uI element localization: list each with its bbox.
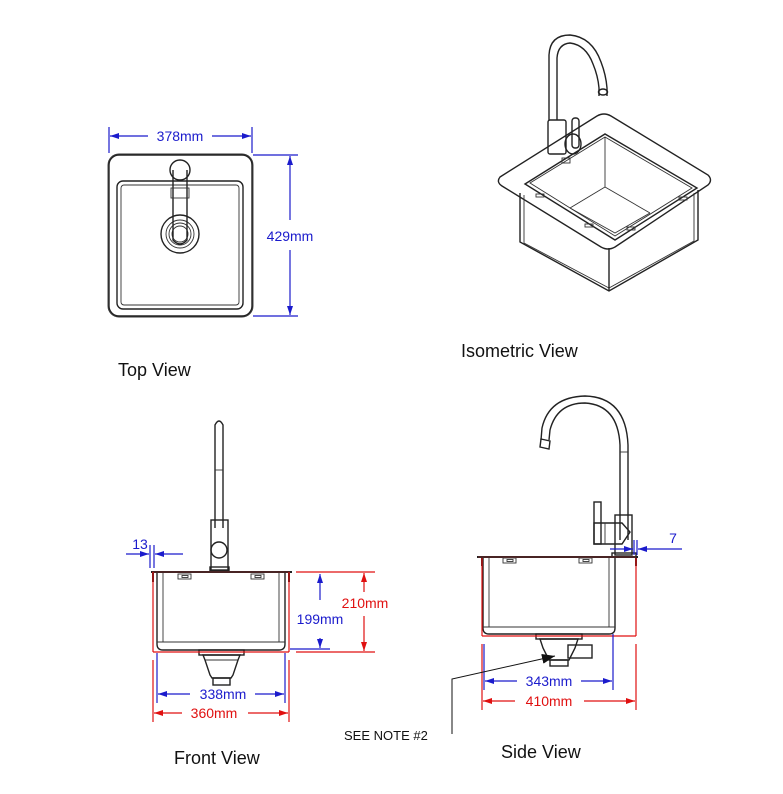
front-inner-depth-label: 199mm xyxy=(297,611,344,627)
front-view-title: Front View xyxy=(174,748,261,768)
note-leader: SEE NOTE #2 xyxy=(344,653,556,743)
front-view: 13 199mm 210mm 338mm xyxy=(126,420,389,768)
isometric-sink xyxy=(497,113,712,292)
side-inner-width-dimension: 343mm xyxy=(483,634,614,690)
side-view-faucet xyxy=(539,395,637,558)
top-view-sink-outline xyxy=(107,153,254,318)
side-overhang-dimension: 7 xyxy=(610,530,682,555)
side-view-title: Side View xyxy=(501,742,582,762)
side-red-outline xyxy=(481,558,637,637)
side-outer-width-dimension: 410mm xyxy=(481,644,637,710)
top-depth-label: 429mm xyxy=(267,228,314,244)
top-view-title: Top View xyxy=(118,360,192,380)
front-inner-width-label: 338mm xyxy=(200,686,247,702)
front-inner-depth-dimension: 199mm xyxy=(290,574,344,650)
top-depth-dimension: 429mm xyxy=(253,154,314,317)
isometric-view: Isometric View xyxy=(461,34,712,361)
side-outer-width-label: 410mm xyxy=(526,693,573,709)
front-overhang-dimension: 13 xyxy=(126,536,183,568)
side-view-drain xyxy=(535,633,593,667)
top-width-label: 378mm xyxy=(157,128,204,144)
side-inner-width-label: 343mm xyxy=(526,673,573,689)
front-view-sink xyxy=(151,571,292,651)
side-view: 7 343mm 410mm SEE NOTE #2 Side View xyxy=(344,395,682,762)
front-outer-depth-label: 210mm xyxy=(342,595,389,611)
top-width-dimension: 378mm xyxy=(108,127,253,153)
front-view-faucet xyxy=(209,420,230,572)
front-outer-width-label: 360mm xyxy=(191,705,238,721)
front-overhang-label: 13 xyxy=(132,536,148,552)
top-view-faucet xyxy=(160,159,200,254)
isometric-faucet xyxy=(547,34,609,164)
side-overhang-label: 7 xyxy=(669,530,677,546)
front-outer-width-dimension: 360mm xyxy=(152,660,290,722)
isometric-view-title: Isometric View xyxy=(461,341,579,361)
see-note-label: SEE NOTE #2 xyxy=(344,728,428,743)
side-view-sink xyxy=(477,556,638,635)
front-outer-depth-dimension: 210mm xyxy=(296,571,389,653)
top-view: 378mm 429mm Top View xyxy=(107,127,314,380)
front-view-drain xyxy=(198,649,245,686)
front-inner-width-dimension: 338mm xyxy=(156,653,286,703)
front-red-outline xyxy=(152,572,290,653)
